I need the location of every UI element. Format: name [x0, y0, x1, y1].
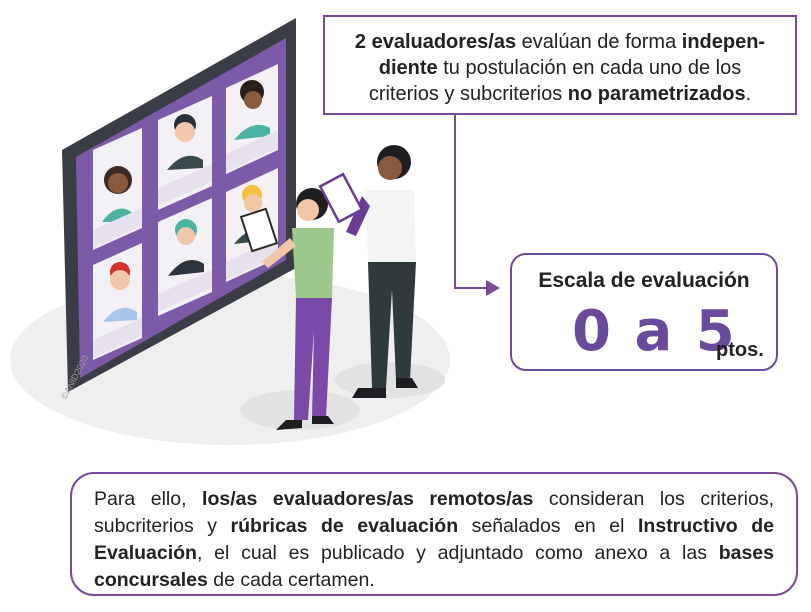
bottom-text-3: consideran los criterios, subcriterios y	[94, 488, 774, 537]
bottom-text-5: señalados en el	[458, 515, 639, 537]
remote-evaluators-info-box: Para ello, los/as evaluadores/as remotos…	[70, 472, 798, 596]
top-text-5: no parametrizados	[567, 83, 746, 105]
bottom-text-4: rúbricas de evaluación	[230, 515, 459, 537]
evaluators-info-box: 2 evaluadores/as evalúan de forma indepe…	[323, 15, 797, 115]
scale-title: Escala de evaluación	[538, 269, 750, 292]
top-text-6: .	[745, 83, 752, 105]
bottom-text-2: los/as evaluadores/as remotos/as	[202, 488, 534, 510]
bottom-text-1: Para ello,	[94, 488, 203, 510]
top-text-3: indepen-diente	[378, 31, 766, 79]
bottom-text-7: , el cual es publicado y adjuntado como …	[196, 542, 719, 564]
person-shadow-2	[335, 362, 445, 398]
bottom-text-8: bases concursales	[94, 542, 774, 591]
evaluation-scale-box: Escala de evaluación 0 a 5 ptos.	[510, 253, 778, 371]
bottom-text-6: Instructivo de Evaluación	[94, 515, 774, 564]
top-text-4: tu postulación en cada uno de los criter…	[368, 57, 742, 105]
top-text-1: 2 evaluadores/as	[354, 31, 517, 53]
participant-tiles	[93, 64, 278, 360]
scale-value: 0 a 5	[572, 299, 737, 364]
evaluator-woman	[239, 188, 334, 430]
top-text-2: evalúan de forma	[516, 31, 682, 53]
bottom-text-9: de cada certamen.	[207, 569, 375, 591]
scale-unit: ptos.	[716, 339, 764, 361]
evaluator-man	[318, 145, 418, 398]
